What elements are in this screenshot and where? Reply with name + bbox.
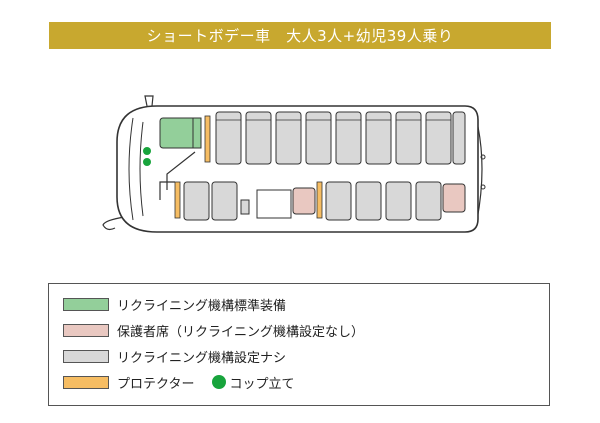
fixed-swatch xyxy=(63,349,109,363)
title-text: ショートボデー車 大人3人+幼児39人乗り xyxy=(146,27,454,45)
legend-row-protector: プロテクター コップ立て xyxy=(63,372,295,392)
legend-cup-holder-label: コップ立て xyxy=(229,376,295,392)
cup-holder-2 xyxy=(143,158,151,166)
cup-holder-icon xyxy=(212,375,227,389)
dashboard xyxy=(139,121,144,217)
bus-seat-layout xyxy=(102,95,486,233)
driver-rail xyxy=(166,151,196,190)
mirror-top xyxy=(144,95,154,107)
protector-middle xyxy=(316,181,323,219)
wheel-well xyxy=(256,189,292,219)
bottom-front-seats xyxy=(183,181,238,221)
legend-row-fixed: リクライニング機構設定ナシ xyxy=(63,346,286,366)
top-row-seats xyxy=(215,111,452,165)
legend-standard-label: リクライニング機構標準装備 xyxy=(117,298,287,314)
protector-front-top xyxy=(204,115,211,163)
guardian-seat-2 xyxy=(442,183,466,213)
legend-fixed-label: リクライニング機構設定ナシ xyxy=(117,350,287,366)
legend-protector-label: プロテクター xyxy=(117,376,195,392)
legend-row-guardian: 保護者席（リクライニング機構設定なし） xyxy=(63,320,364,340)
standard-swatch xyxy=(63,297,109,311)
protector-front-bottom xyxy=(174,181,181,219)
legend-guardian-label: 保護者席（リクライニング機構設定なし） xyxy=(117,324,365,340)
driver-seat xyxy=(159,117,199,149)
title-bar: ショートボデー車 大人3人+幼児39人乗り xyxy=(49,22,551,49)
mirror-bottom xyxy=(102,216,126,231)
legend: リクライニング機構標準装備 保護者席（リクライニング機構設定なし） リクライニン… xyxy=(48,283,550,406)
protector-swatch xyxy=(63,375,109,389)
legend-row-standard: リクライニング機構標準装備 xyxy=(63,294,286,314)
rear-handle-bottom xyxy=(480,184,486,190)
entry-rail xyxy=(159,181,175,200)
cup-holder-1 xyxy=(143,147,151,155)
driver-seat-back xyxy=(192,117,202,149)
windshield xyxy=(128,117,134,221)
rear-handle-top xyxy=(480,154,486,160)
top-rear-seat xyxy=(452,111,466,165)
guardian-swatch xyxy=(63,323,109,337)
bottom-small-block xyxy=(240,199,250,215)
bottom-rear-seats xyxy=(325,181,442,221)
guardian-seat-1 xyxy=(292,187,316,215)
